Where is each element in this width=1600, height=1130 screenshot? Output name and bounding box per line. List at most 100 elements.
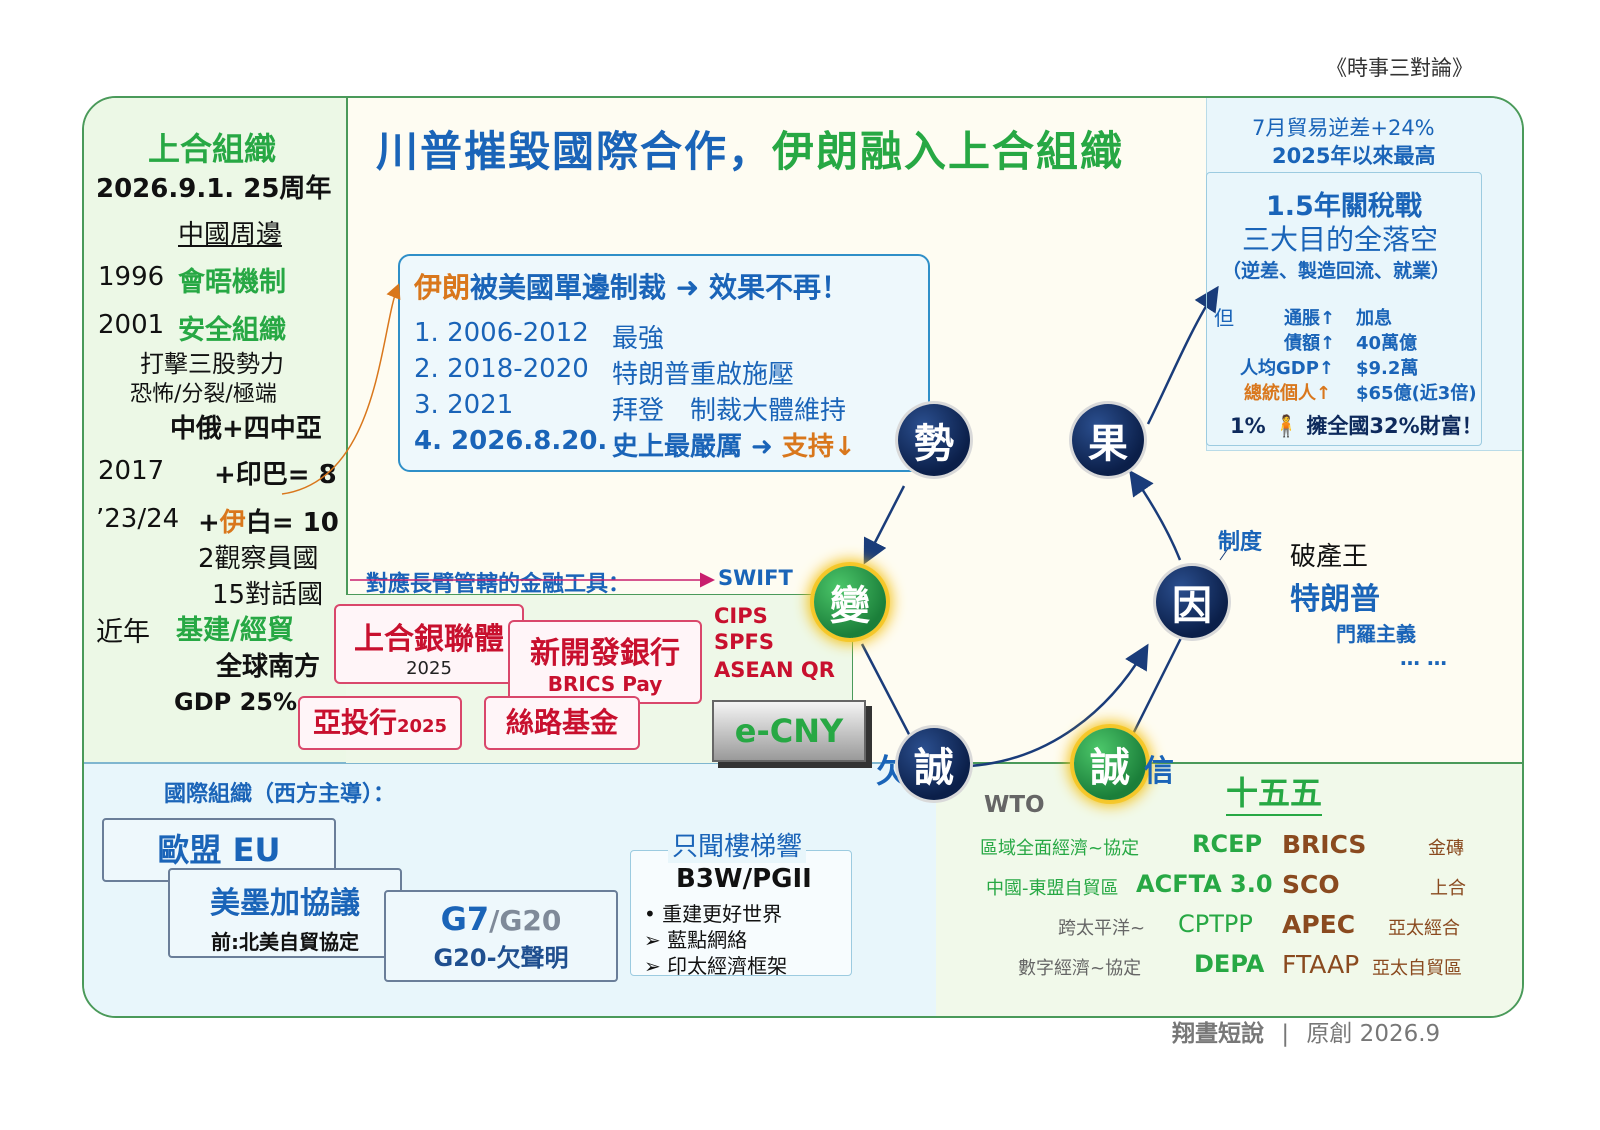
iran-item-4-text: 史上最嚴厲 ➜ 支持↓ (612, 426, 856, 463)
iran-item-3-text: 拜登 制裁大體維持 (612, 396, 847, 426)
terror-split-extreme: 恐怖/分裂/極端 (130, 382, 277, 407)
org-2: SCO (1282, 870, 1340, 899)
milestone-2324-plus: + (198, 508, 220, 538)
agreement-desc-3: 跨太平洋~ (1058, 918, 1146, 939)
trade-agreement-panel (936, 762, 1522, 1016)
org-4: FTAAP (1282, 950, 1360, 979)
iran-heading: 伊朗被美國單邊制裁 ➜ 效果不再！ (414, 266, 849, 306)
g7-label: G7 (440, 900, 490, 938)
org-desc-4: 亞太自貿區 (1372, 958, 1462, 979)
milestone-2017: +印巴= 8 (214, 460, 337, 490)
org-desc-3: 亞太經合 (1388, 918, 1460, 939)
more-dots: … … (1400, 646, 1447, 670)
sco-bank-label: 上合銀聯體 (354, 622, 504, 657)
nafta-label: 前:北美自貿協定 (211, 930, 359, 954)
three-forces: 打擊三股勢力 (140, 350, 284, 378)
milestone-2324-rest: 白= 10 (245, 508, 339, 538)
agreement-code-2: ACFTA 3.0 (1136, 870, 1273, 898)
milestone-2324-iran: 伊 (219, 508, 246, 538)
org-1: BRICS (1282, 830, 1367, 859)
org-desc-2: 上合 (1430, 878, 1466, 899)
line-bian-to-cheng (860, 643, 914, 741)
iran-item-2-period: 2. 2018-2020 (414, 354, 589, 384)
gdp-share: GDP 25% (174, 688, 298, 716)
swift-label: SWIFT (718, 566, 793, 590)
cycle-node-yin: 因 (1156, 566, 1228, 638)
cycle-node-cheng-left: 誠 (898, 728, 970, 800)
tariff-box (1206, 172, 1482, 446)
agreement-code-4: DEPA (1194, 950, 1265, 978)
line-cheng-to-yin (1128, 635, 1184, 741)
asean-qr-label: ASEAN QR (714, 658, 835, 682)
agreement-desc-2: 中國-東盟自貿區 (986, 878, 1119, 899)
system-label: 制度 (1218, 530, 1263, 555)
page-title: 川普摧毀國際合作，伊朗融入上合組織 (376, 118, 1124, 179)
wto-label: WTO (984, 792, 1045, 818)
agreement-code-1: RCEP (1192, 830, 1263, 858)
cycle-node-guo: 果 (1072, 404, 1144, 476)
g20-note: G20-欠聲明 (433, 944, 569, 972)
year-1996: 1996 (98, 262, 165, 292)
arrow-cheng-to-yin (969, 643, 1149, 768)
stat-president-key: 總統個人↑ (1244, 383, 1332, 404)
stat-inflation-key: 通脹↑ (1284, 308, 1336, 329)
org-3: APEC (1282, 910, 1356, 939)
cycle-node-cheng-right: 誠 (1074, 728, 1146, 800)
stairs-label: 只聞樓梯響 (668, 826, 807, 863)
stat-debt-key: 債額↑ (1284, 333, 1336, 354)
ecny-block: e-CNY (712, 700, 866, 762)
aiib-year: 2025 (396, 716, 448, 737)
bankrupt-king: 破產王 (1290, 542, 1369, 572)
china-russia-central-asia: 中俄+四中亞 (170, 414, 322, 444)
b3w-item-2: ➢ 藍點網絡 (644, 928, 748, 952)
recent-years: 近年 (96, 617, 150, 648)
usmca-label: 美墨加協議 (210, 886, 360, 921)
arrow-yin-to-guo (1129, 469, 1182, 561)
trump-name: 特朗普 (1290, 582, 1380, 617)
yin-to-right-line (1219, 539, 1235, 561)
iran-item-4-desc: 史上最嚴厲 ➜ (612, 432, 782, 462)
tariff-war: 1.5年關稅戰 (1266, 191, 1422, 222)
footer-sep: | (1281, 1021, 1290, 1047)
trade-highest: 2025年以來最高 (1272, 144, 1436, 168)
agreement-code-3: CPTPP (1178, 910, 1253, 938)
china-neighbor: 中國周邊 (178, 220, 283, 250)
source-label: 《時事三對論》 (1326, 56, 1473, 80)
sco-panel (84, 98, 348, 762)
dialogue-partners: 15對話國 (212, 580, 324, 610)
finance-tools-line: 對應長臂管轄的金融工具： (366, 572, 631, 597)
year-2017: 2017 (98, 456, 165, 486)
cips-label: CIPS (714, 604, 768, 628)
sco-heading: 上合組織 (148, 130, 277, 168)
xin-char: 信 (1144, 754, 1174, 789)
arrow-guo-to-tariff (1146, 285, 1219, 425)
stat-gdp-value: $9.2萬 (1356, 358, 1419, 379)
agreement-desc-4: 數字經濟~協定 (1018, 958, 1142, 979)
b3w-box (630, 850, 852, 976)
brics-pay-label: BRICS Pay (547, 672, 663, 696)
iran-item-4-support: 支持↓ (781, 432, 856, 462)
milestone-2324: +伊白= 10 (198, 502, 339, 539)
iran-item-1-text: 最強 (612, 324, 665, 354)
fifteenth-five-year: 十五五 (1226, 768, 1323, 816)
iran-item-2-text: 特朗普重啟施壓 (612, 360, 795, 390)
stat-gdp-key: 人均GDP↑ (1240, 358, 1334, 379)
tariff-failed: 三大目的全落空 (1242, 223, 1439, 256)
arrow-shi-to-bian (863, 485, 906, 565)
year-2324: ’23/24 (96, 504, 180, 534)
milestone-1996: 會晤機制 (178, 267, 286, 298)
infra-trade: 基建/經貿 (176, 615, 294, 646)
g7-box: G7/G20 G20-欠聲明 (384, 890, 618, 982)
iran-sanction-box (398, 254, 930, 472)
g20-label: /G20 (489, 904, 562, 937)
tariff-goals: （逆差、製造回流、就業） (1222, 260, 1451, 282)
milestone-2001: 安全組織 (178, 315, 286, 346)
iran-item-3-period: 3. 2021 (414, 390, 514, 420)
g7-line: G7/G20 (386, 900, 616, 938)
silk-road-fund-label: 絲路基金 (505, 706, 618, 739)
iran-heading-rest: 被美國單邊制裁 ➜ 效果不再！ (470, 271, 849, 304)
western-org-heading: 國際組織（西方主導）： (164, 782, 396, 807)
monroe-doctrine: 門羅主義 (1336, 622, 1416, 646)
stat-president-value: $65億(近3倍) (1356, 383, 1477, 404)
